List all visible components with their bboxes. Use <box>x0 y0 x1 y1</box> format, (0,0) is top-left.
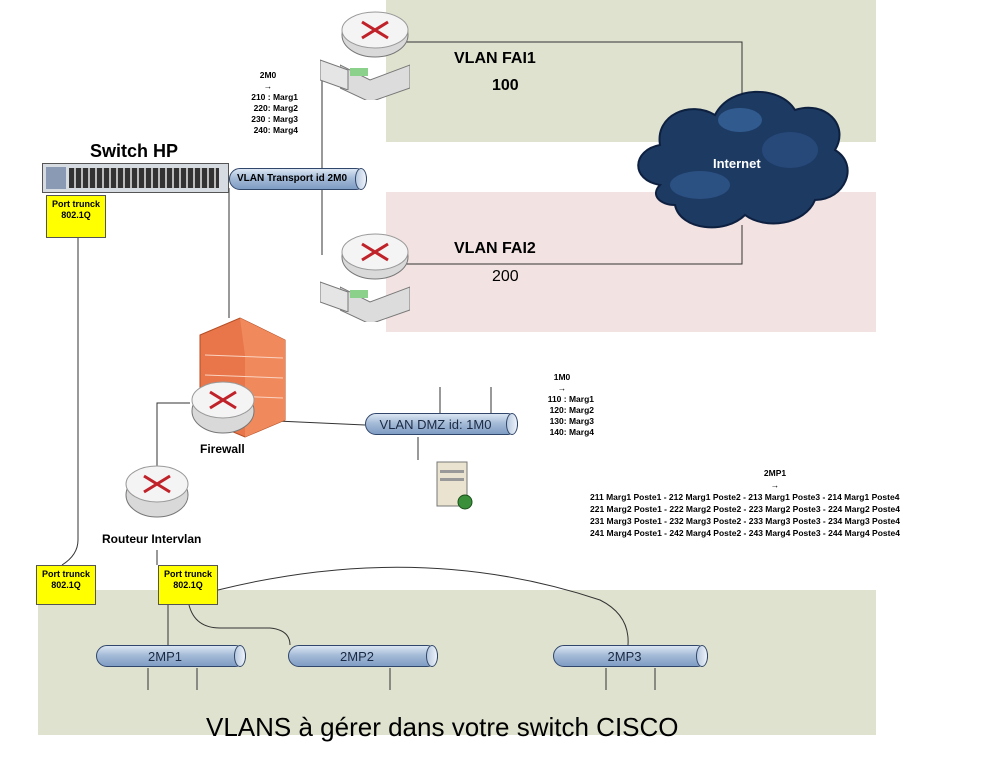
pipe-2mp3: 2MP3 <box>553 645 708 667</box>
vlan-2mp1-table: 2MP1 → 211 Marg1 Poste1 - 212 Marg1 Post… <box>590 468 900 538</box>
switch-hp-label: Switch HP <box>90 141 179 161</box>
dmz-stubs <box>417 387 492 460</box>
pipe-vlan-dmz: VLAN DMZ id: 1M0 <box>365 413 518 435</box>
link-fai2-internet <box>405 225 743 265</box>
link-switch-trunk <box>61 238 79 566</box>
pipe-2mp2: 2MP2 <box>288 645 438 667</box>
footer-title: VLANS à gérer dans votre switch CISCO <box>206 712 679 742</box>
link-trunk-2mp2 <box>188 604 291 646</box>
link-trunk-2mp3 <box>217 566 629 646</box>
routeur-intervlan-label: Routeur Intervlan <box>102 532 202 546</box>
router-intervlan-icon <box>125 465 189 518</box>
switch-hp-device <box>42 163 229 193</box>
internet-cloud-icon <box>637 90 849 229</box>
router-fai2-icon <box>340 233 410 322</box>
firewall-label: Firewall <box>200 442 245 456</box>
router-fai1-base-icon <box>320 59 349 90</box>
vlan-fai1-id: 100 <box>492 77 519 94</box>
vlan-fai1-label: VLAN FAI1 <box>454 50 536 67</box>
vlan-1m0-list: 1M0 → 110 : Marg1 120: Marg2 130: Marg3 … <box>547 372 594 437</box>
vlan-fai2-id: 200 <box>492 268 519 285</box>
vlan-fai2-label: VLAN FAI2 <box>454 240 536 257</box>
pipe-vlan-transport: VLAN Transport id 2M0 <box>229 168 367 190</box>
link-firewall-routeur <box>156 402 190 470</box>
pipe-stubs <box>147 668 656 690</box>
internet-label: Internet <box>713 156 761 171</box>
server-icon <box>436 461 473 510</box>
router-fai2-base-icon <box>320 281 349 312</box>
vlan-2m0-list: 2M0 → 210 : Marg1 220: Marg2 230 : Marg3… <box>251 70 298 135</box>
router-fai1-icon <box>340 11 410 100</box>
pipe-2mp1: 2MP1 <box>96 645 246 667</box>
router-firewall-icon <box>191 381 255 434</box>
link-fai1-internet <box>405 41 743 110</box>
